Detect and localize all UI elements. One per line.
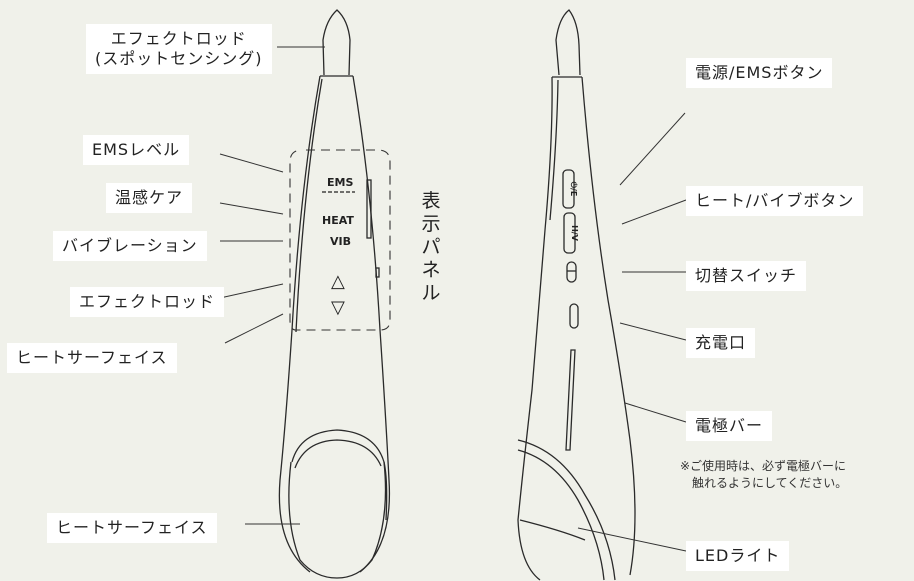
- side-view: ⏻/E H/V: [517, 9, 636, 581]
- side-head: [517, 439, 616, 581]
- side-heat-vib-button: [563, 212, 576, 254]
- front-side-button: [366, 179, 372, 239]
- label-ems-level: EMSレベル: [83, 135, 190, 165]
- side-charge-port: [569, 303, 579, 329]
- panel-heat-label: HEAT: [322, 214, 354, 227]
- label-heat-vib-button: ヒート/バイブボタン: [686, 186, 864, 216]
- label-charge-port: 充電口: [686, 328, 756, 358]
- side-power-button: [562, 169, 575, 209]
- leader-lines: [219, 46, 687, 552]
- panel-down-icon[interactable]: ▽: [331, 297, 345, 318]
- label-switch: 切替スイッチ: [686, 261, 807, 291]
- panel-vib-label: VIB: [330, 235, 351, 248]
- side-switch: [566, 261, 577, 283]
- label-vibration: バイブレーション: [53, 231, 207, 261]
- label-heat-surface-lower: ヒートサーフェイス: [47, 513, 217, 543]
- label-power-ems-button: 電源/EMSボタン: [686, 58, 833, 88]
- side-effect-rod: [555, 9, 581, 76]
- side-power-label[interactable]: ⏻/E: [569, 182, 578, 197]
- side-heat-vib-label[interactable]: H/V: [570, 225, 579, 242]
- note-text: ※ご使用時は、必ず電極バーに 触れるようにしてください。: [680, 459, 848, 490]
- label-display-panel: 表示パネル: [420, 190, 442, 305]
- front-heat-surface: [291, 429, 388, 521]
- label-led-light: LEDライト: [686, 541, 790, 571]
- label-effect-rod: エフェクトロッド: [70, 287, 225, 317]
- side-body-outline: [517, 76, 636, 581]
- front-effect-rod: [322, 9, 351, 76]
- label-electrode-bar: 電極バー: [686, 411, 773, 441]
- front-view: EMS HEAT VIB △ ▽: [278, 9, 391, 579]
- front-body-outline: [278, 75, 391, 573]
- label-warm-care: 温感ケア: [106, 183, 193, 213]
- label-effect-rod-spot: エフェクトロッド (スポットセンシング): [86, 24, 272, 74]
- panel-up-icon[interactable]: △: [331, 271, 345, 292]
- side-electrode-bar: [565, 349, 576, 451]
- label-heat-surface-upper: ヒートサーフェイス: [7, 343, 177, 373]
- panel-ems-label: EMS: [327, 176, 353, 189]
